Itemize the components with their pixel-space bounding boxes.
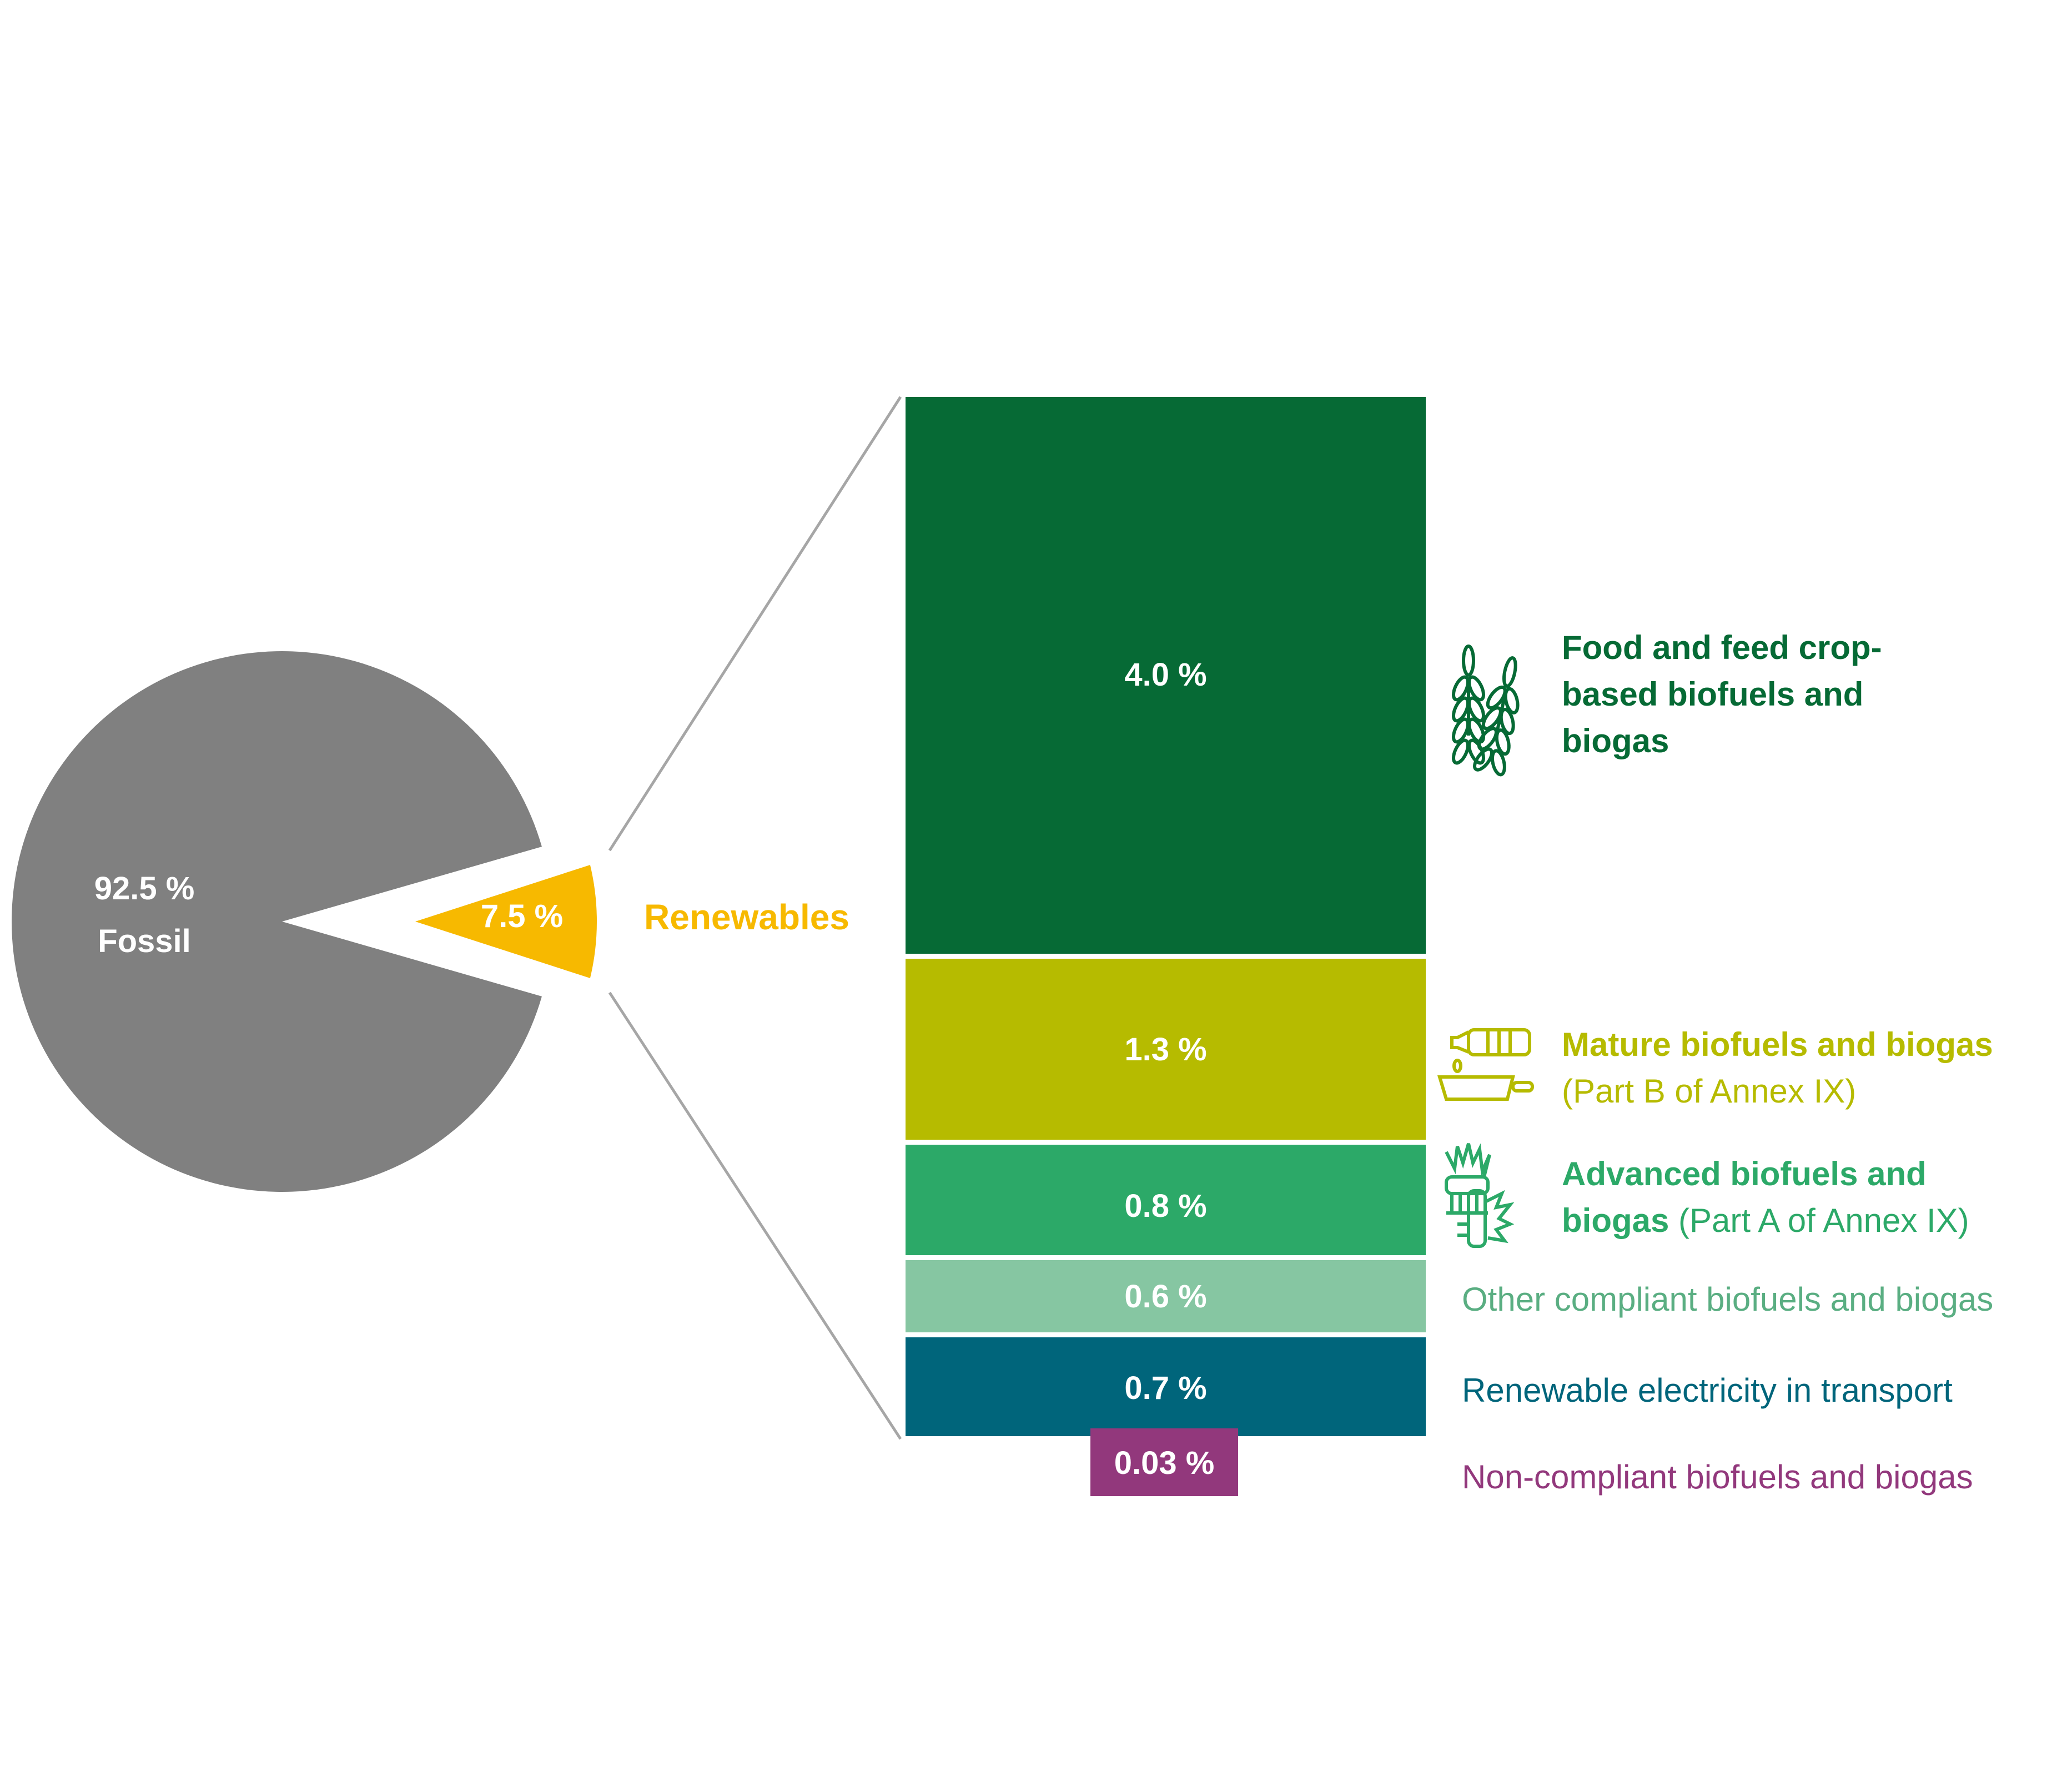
bar-value-label: 0.7 %	[1124, 1370, 1207, 1406]
connector-line-top	[608, 396, 902, 852]
bar-segment	[906, 1145, 1426, 1255]
bar-segment	[1090, 1428, 1238, 1496]
legend-mature: Mature biofuels and biogas (Part B of An…	[1562, 1021, 1993, 1115]
bar-value-label: 0.8 %	[1124, 1188, 1207, 1224]
legend-line: biogas (Part A of Annex IX)	[1562, 1197, 1969, 1244]
stacked-bar	[906, 397, 1426, 1496]
legend-renewable-electricity: Renewable electricity in transport	[1462, 1372, 1953, 1409]
connector-lines	[608, 396, 902, 1440]
bar-value-label: 0.03 %	[1114, 1445, 1215, 1481]
renewables-name-label: Renewables	[644, 897, 849, 937]
legend-other-compliant: Other compliant biofuels and biogas	[1462, 1281, 1994, 1318]
bar-value-label: 4.0 %	[1124, 657, 1207, 693]
connector-line-bottom	[608, 991, 902, 1440]
bar-value-label: 1.3 %	[1124, 1031, 1207, 1068]
bar-segment	[906, 959, 1426, 1140]
oil-bottle-pan-icon	[1437, 1028, 1534, 1101]
fossil-name-label: Fossil	[98, 923, 191, 959]
legend-non-compliant: Non-compliant biofuels and biogas	[1462, 1458, 1973, 1496]
legend-line: Food and feed crop-	[1562, 629, 1882, 666]
legend-advanced: Advanced biofuels and biogas (Part A of …	[1562, 1151, 1969, 1244]
bar-segment	[906, 1260, 1426, 1332]
bar-segment	[906, 1337, 1426, 1436]
legend-line: biogas	[1562, 722, 1669, 759]
pie-chart	[12, 651, 597, 1192]
bar-value-label: 0.6 %	[1124, 1278, 1207, 1315]
legend-line: Mature biofuels and biogas	[1562, 1026, 1993, 1063]
straw-bundle-icon	[1445, 1143, 1515, 1248]
fossil-value-label: 92.5 %	[94, 870, 195, 907]
legend-food-feed: Food and feed crop- based biofuels and b…	[1562, 625, 1882, 764]
legend-line: based biofuels and	[1562, 676, 1864, 713]
wheat-icon	[1452, 645, 1520, 777]
legend-line: (Part B of Annex IX)	[1562, 1073, 1857, 1110]
legend-bold-part: biogas	[1562, 1202, 1669, 1239]
pie-slice-renewables	[415, 864, 597, 979]
legend-rest-part: (Part A of Annex IX)	[1678, 1202, 1969, 1239]
legend-icons	[1437, 645, 1534, 1248]
legend-line: Advanced biofuels and	[1562, 1155, 1927, 1192]
renewables-value-label: 7.5 %	[480, 898, 564, 934]
bar-segment	[906, 397, 1426, 954]
pie-slice-fossil	[12, 651, 542, 1192]
